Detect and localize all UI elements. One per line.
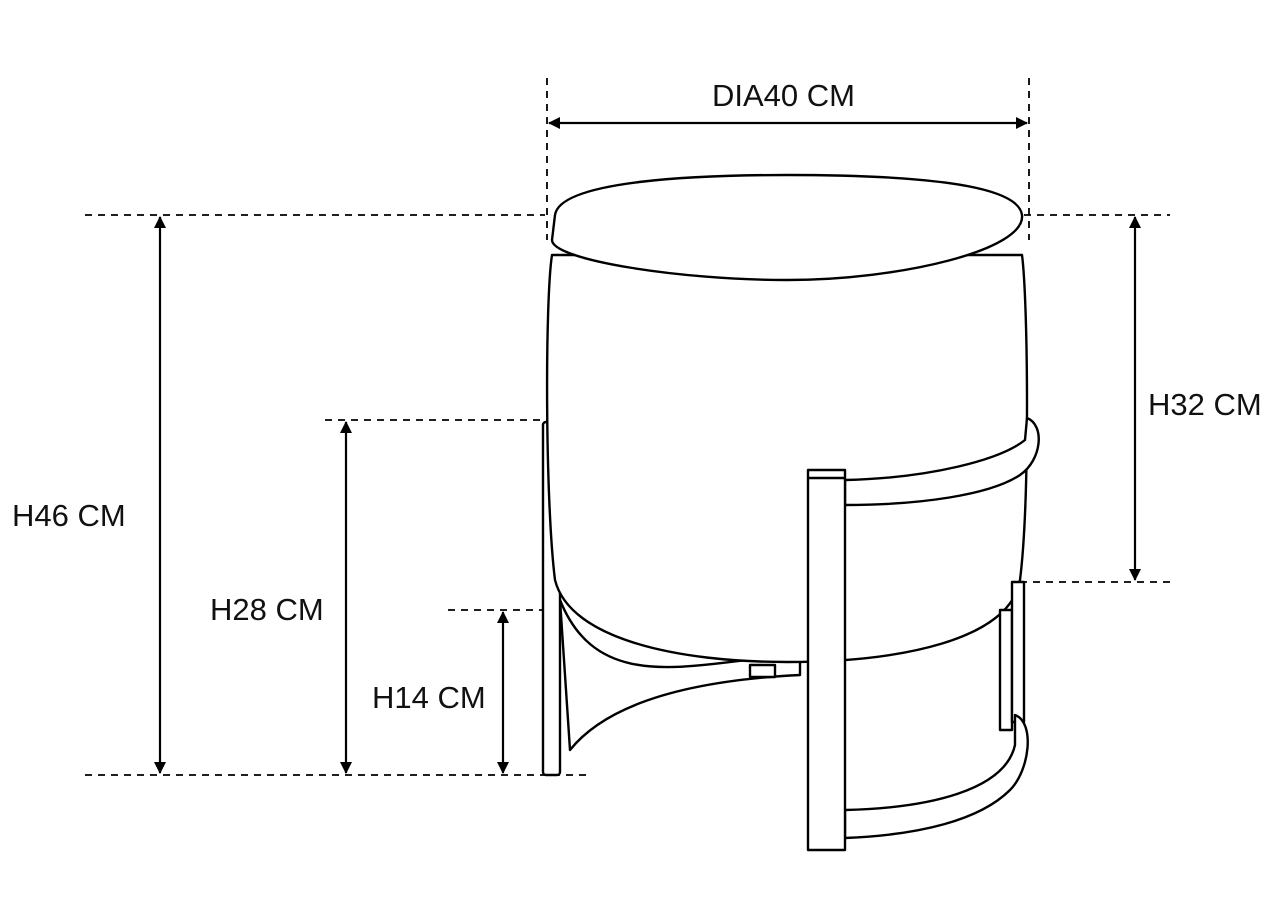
- dimension-arrows: [154, 117, 1141, 774]
- front-post: [806, 468, 847, 852]
- upper-band: [843, 416, 1040, 507]
- ottoman-illustration: [541, 173, 1040, 852]
- back-ring: [558, 598, 802, 752]
- cushion-height-label: H32 CM: [1148, 387, 1262, 422]
- total-height-label: H46 CM: [12, 498, 126, 533]
- rear-post: [1010, 580, 1026, 724]
- seat-frame-height-label: H28 CM: [210, 592, 324, 627]
- cushion-top: [550, 173, 1024, 282]
- foot: [748, 663, 777, 679]
- rear-post: [998, 608, 1014, 732]
- lower-ring: [843, 713, 1029, 840]
- lower-ring-height-label: H14 CM: [372, 680, 486, 715]
- cushion-body: [545, 253, 1029, 664]
- diameter-label: DIA40 CM: [712, 78, 855, 113]
